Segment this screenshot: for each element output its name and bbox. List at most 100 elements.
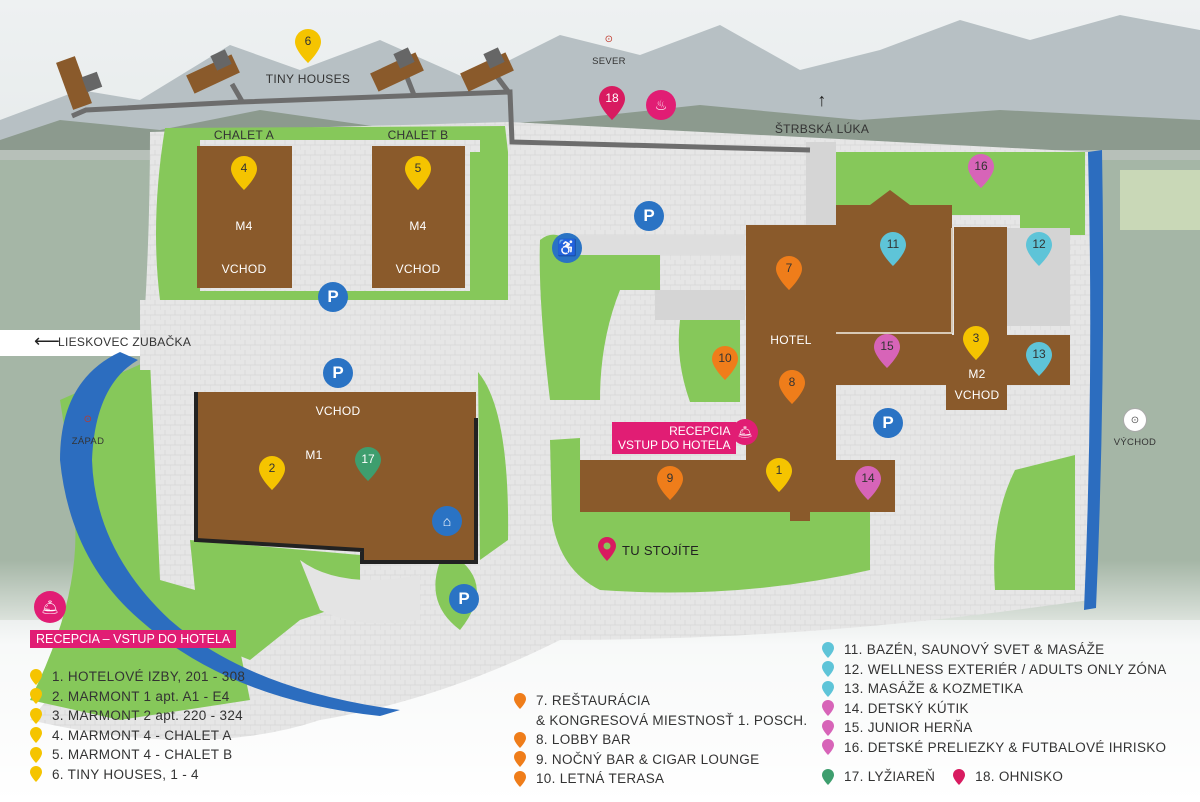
map-pin-number: 14 <box>861 471 875 485</box>
label-chalet-a: CHALET A <box>213 128 275 142</box>
tiny-house-4 <box>460 47 514 92</box>
reception-map-line2: VSTUP DO HOTELA <box>618 438 731 452</box>
map-pin-3: 3 <box>963 326 989 360</box>
legend-item: 4. MARMONT 4 - CHALET A <box>30 726 245 746</box>
legend-pin-icon <box>822 661 834 678</box>
map-pin-number: 15 <box>880 339 894 353</box>
legend-item-label: 13. MASÁŽE & KOZMETIKA <box>844 681 1024 697</box>
map-pin-6: 6 <box>295 29 321 63</box>
parking-icon: P <box>323 358 353 388</box>
parking-icon: P <box>449 584 479 614</box>
legend-column-4: 17. LYŽIAREŇ 18. OHNISKO <box>822 767 1063 787</box>
map-pin-14: 14 <box>855 466 881 500</box>
map-pin-number: 18 <box>605 91 619 105</box>
tiny-house-2 <box>186 49 240 94</box>
legend-pin-icon <box>953 768 966 785</box>
legend-item: 16. DETSKÉ PRELIEZKY & FUTBALOVÉ IHRISKO <box>822 738 1167 758</box>
legend-pin-icon <box>30 688 42 705</box>
legend-pin-icon <box>822 768 834 785</box>
legend-item: 11. BAZÉN, SAUNOVÝ SVET & MASÁŽE <box>822 640 1167 660</box>
map-pin-11: 11 <box>880 232 906 266</box>
legend-reception-tag: RECEPCIA – VSTUP DO HOTELA <box>30 630 237 648</box>
legend-pin-icon <box>822 641 834 658</box>
legend-item-label: 9. NOČNÝ BAR & CIGAR LOUNGE <box>536 751 760 767</box>
map-pin-number: 10 <box>718 351 732 365</box>
map-pin-12: 12 <box>1026 232 1052 266</box>
label-vchod-m1: VCHOD <box>315 404 361 418</box>
fire-icon: ♨ <box>646 90 676 120</box>
legend-item: 2. MARMONT 1 apt. A1 - E4 <box>30 687 245 707</box>
compass-north-icon: ⊙ <box>604 34 614 45</box>
compass-east-icon: ⊙ <box>1123 408 1147 432</box>
map-pin-number: 1 <box>775 463 783 477</box>
legend-item: 17. LYŽIAREŇ <box>822 767 935 787</box>
label-m2: M2 <box>968 367 986 381</box>
map-pin-10: 10 <box>712 346 738 380</box>
legend-reception-bell-icon: 🛎 <box>34 591 66 623</box>
wheelchair-icon: ♿ <box>552 233 582 263</box>
legend-item-label: 1. HOTELOVÉ IZBY, 201 - 308 <box>52 669 246 685</box>
parking-icon: P <box>873 408 903 438</box>
legend-item: 10. LETNÁ TERASA <box>514 769 807 789</box>
legend-item: 6. TINY HOUSES, 1 - 4 <box>30 765 245 785</box>
legend-item: 12. WELLNESS EXTERIÉR / ADULTS ONLY ZÓNA <box>822 660 1167 680</box>
legend-pin-icon <box>822 719 834 736</box>
legend-item-label: 18. OHNISKO <box>975 769 1064 785</box>
river-west <box>60 352 400 716</box>
location-pin-icon <box>598 537 616 561</box>
label-hotel: HOTEL <box>770 333 812 347</box>
reception-map-line1: RECEPCIA <box>669 424 731 438</box>
legend-item: 18. OHNISKO <box>953 767 1063 787</box>
legend-item-label: 15. JUNIOR HERŇA <box>844 720 973 736</box>
grass-north <box>156 126 508 300</box>
grass-center <box>539 234 660 400</box>
you-are-here-marker <box>598 537 616 566</box>
label-m1: M1 <box>305 448 323 462</box>
compass-west-icon: ⊙ <box>83 414 93 425</box>
legend-item: 14. DETSKÝ KÚTIK <box>822 699 1167 719</box>
tiny-house-1 <box>56 56 103 110</box>
legend-pin-icon <box>822 700 834 717</box>
label-vchod-a: VCHOD <box>221 262 267 276</box>
map-pin-9: 9 <box>657 466 683 500</box>
legend-item-label: 7. REŠTAURÁCIA <box>536 693 651 709</box>
legend-pin-icon <box>30 766 42 783</box>
legend-item: & KONGRESOVÁ MIESTNOSŤ 1. POSCH. <box>514 711 807 731</box>
legend-pin-icon <box>30 746 42 763</box>
map-pin-5: 5 <box>405 156 431 190</box>
map-pin-number: 3 <box>972 331 980 345</box>
legend-item-label: 5. MARMONT 4 - CHALET B <box>52 747 233 763</box>
compass-west-label: ZÁPAD <box>71 436 105 447</box>
legend-pin-icon <box>822 739 834 756</box>
river-east <box>1084 150 1104 610</box>
legend-item-label: 6. TINY HOUSES, 1 - 4 <box>52 766 199 782</box>
map-pin-16: 16 <box>968 154 994 188</box>
building-m1 <box>196 392 476 562</box>
map-pin-number: 11 <box>886 237 900 251</box>
legend-item-label: 10. LETNÁ TERASA <box>536 771 665 787</box>
legend-item-label: 11. BAZÉN, SAUNOVÝ SVET & MASÁŽE <box>844 642 1105 658</box>
legend-item-label: 14. DETSKÝ KÚTIK <box>844 700 969 716</box>
parking-icon: P <box>318 282 348 312</box>
compass-east-label: VÝCHOD <box>1113 437 1157 448</box>
compass-north-label: SEVER <box>592 56 626 67</box>
legend-item-label: 12. WELLNESS EXTERIÉR / ADULTS ONLY ZÓNA <box>844 661 1167 677</box>
tiny-house-3 <box>370 47 424 92</box>
legend-item: 7. REŠTAURÁCIA <box>514 691 807 711</box>
map-pin-17: 17 <box>355 447 381 481</box>
map-pin-number: 2 <box>268 461 276 475</box>
wellness-exterior-area <box>1007 228 1070 326</box>
map-pin-number: 12 <box>1032 237 1046 251</box>
legend-item: 5. MARMONT 4 - CHALET B <box>30 745 245 765</box>
map-pin-13: 13 <box>1026 342 1052 376</box>
legend-item: 1. HOTELOVÉ IZBY, 201 - 308 <box>30 667 245 687</box>
legend-item: 15. JUNIOR HERŇA <box>822 718 1167 738</box>
map-pin-number: 6 <box>304 34 312 48</box>
legend-pin-icon <box>514 751 526 768</box>
legend-item: 8. LOBBY BAR <box>514 730 807 750</box>
legend-item-label: 4. MARMONT 4 - CHALET A <box>52 727 232 743</box>
legend-item-label: 8. LOBBY BAR <box>536 732 631 748</box>
legend-column-1: 1. HOTELOVÉ IZBY, 201 - 308 2. MARMONT 1 … <box>30 667 245 784</box>
legend-pin-icon <box>30 727 42 744</box>
map-pin-number: 17 <box>361 452 375 466</box>
